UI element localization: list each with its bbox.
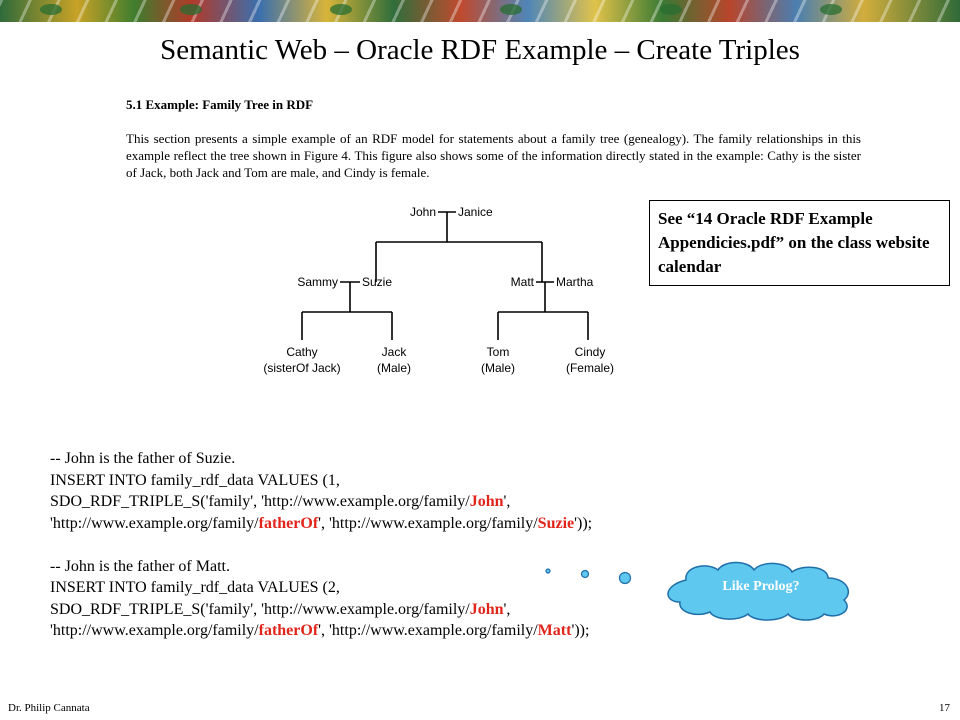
- leaf-icon: [660, 4, 682, 15]
- leaf-icon: [330, 4, 352, 15]
- code-text: ', 'http://www.example.org/family/: [318, 514, 538, 532]
- footer-author: Dr. Philip Cannata: [8, 702, 90, 714]
- document-excerpt: 5.1 Example: Family Tree in RDF This sec…: [126, 96, 861, 181]
- thought-bubble-medium: [580, 569, 590, 579]
- thought-bubble-small: [545, 568, 551, 574]
- person-cathy: Cathy: [286, 345, 317, 359]
- person-cindy-note: (Female): [566, 361, 614, 375]
- reference-note-box: See “14 Oracle RDF Example Appendicies.p…: [649, 200, 950, 286]
- code-subject-1: John: [469, 493, 504, 510]
- code-text: '));: [574, 514, 593, 532]
- thought-bubble-large: [618, 571, 632, 585]
- leaf-icon: [180, 4, 202, 15]
- code-text: '));: [571, 622, 590, 639]
- code-predicate-1: fatherOf: [258, 514, 319, 532]
- person-cathy-note: (sisterOf Jack): [263, 361, 340, 375]
- person-martha: Martha: [556, 275, 594, 289]
- person-sammy: Sammy: [297, 275, 338, 289]
- excerpt-paragraph: This section presents a simple example o…: [126, 131, 861, 180]
- slide-title: Semantic Web – Oracle RDF Example – Crea…: [160, 34, 800, 66]
- person-matt: Matt: [511, 275, 535, 289]
- person-tom: Tom: [487, 345, 510, 359]
- code-triple-line-1: SDO_RDF_TRIPLE_S('family', 'http://www.e…: [50, 491, 710, 513]
- leaf-icon: [820, 4, 842, 15]
- code-triple-line-2: SDO_RDF_TRIPLE_S('family', 'http://www.e…: [50, 599, 710, 621]
- thought-bubbles: [540, 562, 660, 592]
- code-insert-2: INSERT INTO family_rdf_data VALUES (2,: [50, 579, 340, 596]
- code-insert-1: INSERT INTO family_rdf_data VALUES (1,: [50, 471, 340, 489]
- tree-connectors: [301, 211, 589, 340]
- code-text: ',: [503, 493, 511, 510]
- code-text: SDO_RDF_TRIPLE_S('family', 'http://www.e…: [50, 600, 470, 618]
- person-cindy: Cindy: [575, 345, 606, 359]
- code-comment-1: -- John is the father of Suzie.: [50, 450, 236, 467]
- code-text: SDO_RDF_TRIPLE_S('family', 'http://www.e…: [50, 493, 470, 510]
- leaf-icon: [40, 4, 62, 15]
- code-object-2: Matt: [537, 622, 572, 639]
- code-text: ', 'http://www.example.org/family/: [318, 622, 538, 639]
- code-text: ',: [503, 600, 511, 618]
- code-text: 'http://www.example.org/family/: [50, 622, 259, 639]
- thought-cloud: [656, 558, 866, 622]
- person-janice: Janice: [458, 205, 493, 219]
- code-uri-line-1: 'http://www.example.org/family/fatherOf'…: [50, 513, 710, 535]
- family-tree-diagram: John Janice Sammy Suzie Matt Martha Cath…: [260, 198, 640, 382]
- page-number: 17: [939, 702, 950, 714]
- code-predicate-2: fatherOf: [258, 622, 319, 639]
- code-subject-2: John: [469, 600, 504, 618]
- person-john: John: [410, 205, 436, 219]
- code-object-1: Suzie: [537, 514, 575, 532]
- person-tom-note: (Male): [481, 361, 515, 375]
- code-uri-line-2: 'http://www.example.org/family/fatherOf'…: [50, 620, 710, 642]
- code-spacer: [50, 534, 710, 556]
- excerpt-heading: 5.1 Example: Family Tree in RDF: [126, 97, 314, 112]
- code-comment-2: -- John is the father of Matt.: [50, 557, 230, 575]
- cloud-shape: [667, 561, 849, 621]
- person-suzie: Suzie: [362, 275, 392, 289]
- decorative-banner: [0, 0, 960, 22]
- sql-code-block: -- John is the father of Suzie. INSERT I…: [50, 448, 710, 642]
- person-jack: Jack: [382, 345, 408, 359]
- person-jack-note: (Male): [377, 361, 411, 375]
- cloud-label: Like Prolog?: [722, 579, 800, 594]
- code-text: 'http://www.example.org/family/: [50, 514, 259, 532]
- leaf-icon: [500, 4, 522, 15]
